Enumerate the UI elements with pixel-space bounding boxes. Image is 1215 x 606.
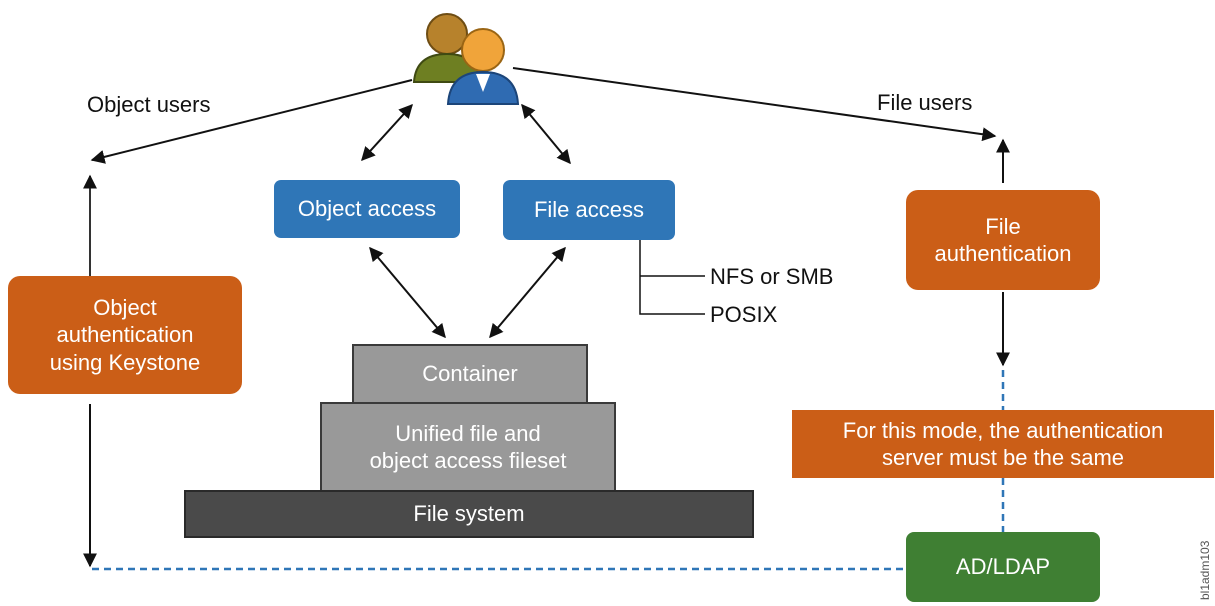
arrow-file-access-container [489,246,566,339]
mode-note-box: For this mode, the authentication server… [792,410,1214,478]
arrow-to-file-users [512,67,997,142]
object-auth-line-2: authentication [56,322,194,348]
arrow-users-file-access [521,103,571,165]
arrow-object-access-container [369,246,446,339]
file-auth-line-2: authentication [934,241,1072,266]
mode-note-line-1: For this mode, the authentication [842,417,1164,443]
figure-id-label: bl1adm103 [1198,540,1212,600]
arrow-users-object-access [361,103,413,162]
unified-line-2: object access fileset [369,448,567,473]
container-layer: Container [352,344,588,404]
users-group-icon [412,13,520,105]
file-users-label: File users [877,90,973,115]
protocol-bracket [639,240,705,315]
arrow-to-object-users [90,79,413,164]
object-authentication-box: Object authentication using Keystone [8,276,242,394]
file-authentication-box: File authentication [906,190,1100,290]
mode-note-line-2: server must be the same [881,445,1125,470]
object-access-box: Object access [274,180,460,238]
file-access-box: File access [503,180,675,240]
object-auth-line-3: using Keystone [49,349,201,375]
posix-label: POSIX [710,302,778,327]
object-auth-line-1: Object [93,294,157,320]
file-auth-line-1: File [985,213,1021,239]
unified-line-1: Unified file and [395,420,541,446]
unified-fileset-layer: Unified file and object access fileset [320,402,616,492]
file-system-layer: File system [184,490,754,538]
ad-ldap-box: AD/LDAP [906,532,1100,602]
object-users-label: Object users [87,92,211,117]
nfs-smb-label: NFS or SMB [710,264,834,289]
